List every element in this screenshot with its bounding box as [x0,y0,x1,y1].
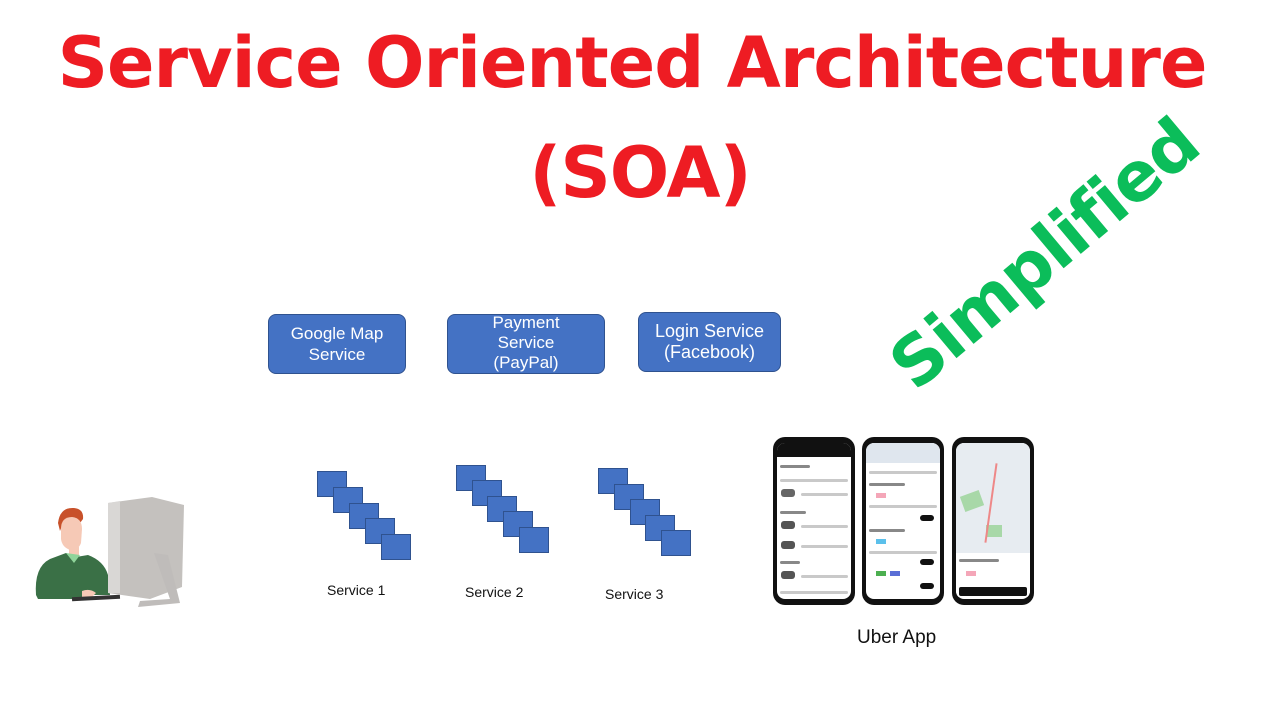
login-service-box: Login Service (Facebook) [638,312,781,372]
service-2-label: Service 2 [465,584,524,600]
phone-ride-options [773,437,855,605]
service-instance-icon [519,527,549,553]
service-instance-icon [503,511,533,537]
uber-app-label: Uber App [857,627,937,648]
phone-route-options [862,437,944,605]
ride-options-screen [777,443,851,599]
payment-service-box: Payment Service (PayPal) [447,313,605,374]
service-instance-icon [381,534,411,560]
title-line-1: Service Oriented Architecture [57,22,1208,104]
title-line-2: (SOA) [529,132,751,214]
person-at-computer-icon [35,497,184,607]
service-instance-icon [645,515,675,541]
service-3-label: Service 3 [605,586,664,602]
google-map-service-box: Google Map Service [268,314,406,374]
phone-map [952,437,1034,605]
route-options-screen [866,443,940,599]
service-instance-icon [661,530,691,556]
map-screen [956,443,1030,599]
service-1-label: Service 1 [327,582,386,598]
